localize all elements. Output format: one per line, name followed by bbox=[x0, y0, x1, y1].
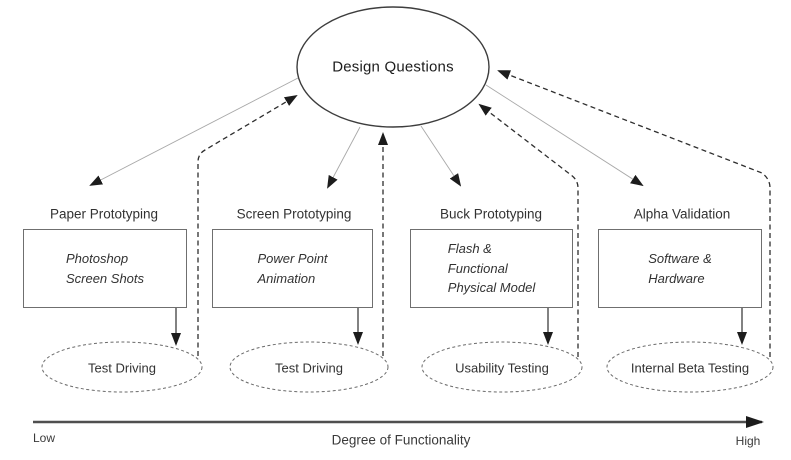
outcome-ellipse-3 bbox=[421, 341, 583, 393]
box-buck-prototyping-text: Flash & Functional Physical Model bbox=[447, 241, 536, 296]
box-screen-prototyping-text: Power Point Animation bbox=[257, 251, 328, 286]
outcome-label-test-driving-1: Test Driving bbox=[88, 360, 156, 376]
box-screen-prototyping: Power Point Animation bbox=[212, 229, 373, 308]
column-label-paper-prototyping: Paper Prototyping bbox=[49, 206, 159, 222]
outcome-label-test-driving-2: Test Driving bbox=[275, 360, 343, 376]
connector-arrow-alpha bbox=[485, 84, 644, 187]
box-paper-prototyping-text: Photoshop Screen Shots bbox=[65, 251, 145, 286]
box-alpha-validation-text: Software & Hardware bbox=[648, 251, 712, 286]
connector-arrow-paper bbox=[89, 77, 299, 186]
feedback-arrow-1 bbox=[197, 94, 298, 356]
axis-high-label: High bbox=[735, 434, 761, 448]
column-label-screen-prototyping: Screen Prototyping bbox=[236, 206, 352, 222]
outcome-label-usability-testing: Usability Testing bbox=[455, 360, 549, 376]
connector-arrow-buck bbox=[420, 125, 462, 187]
outcome-ellipse-4 bbox=[606, 341, 774, 393]
axis-title: Degree of Functionality bbox=[331, 432, 471, 448]
design-questions-label: Design Questions bbox=[332, 58, 454, 76]
design-questions-ellipse bbox=[296, 6, 490, 128]
outcome-ellipse-2 bbox=[229, 341, 389, 393]
box-paper-prototyping: Photoshop Screen Shots bbox=[23, 229, 187, 308]
box-alpha-validation: Software & Hardware bbox=[598, 229, 762, 308]
outcome-label-internal-beta-testing: Internal Beta Testing bbox=[630, 360, 750, 376]
column-label-buck-prototyping: Buck Prototyping bbox=[439, 206, 543, 222]
axis-low-label: Low bbox=[33, 431, 56, 445]
connector-arrow-screen bbox=[327, 126, 361, 189]
outcome-ellipse-1 bbox=[41, 341, 203, 393]
column-label-alpha-validation: Alpha Validation bbox=[633, 206, 731, 222]
box-buck-prototyping: Flash & Functional Physical Model bbox=[410, 229, 573, 308]
